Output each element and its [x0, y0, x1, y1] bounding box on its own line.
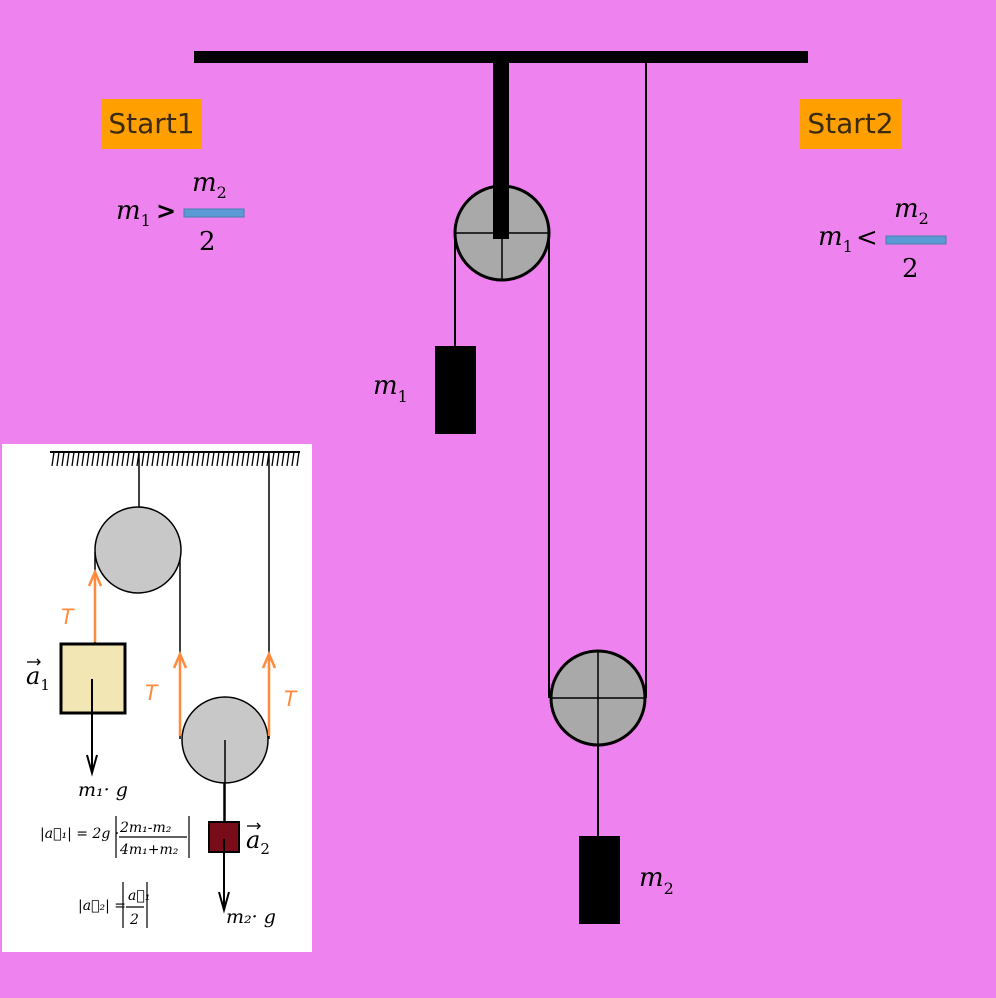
hatched-ceiling: [50, 451, 300, 467]
movable-pulley: [549, 649, 647, 747]
svg-text:4m₁+m₂: 4m₁+m₂: [119, 842, 179, 858]
ceiling-bar: [194, 51, 808, 63]
fraction-bar-right: [885, 235, 947, 245]
mass-m1-block[interactable]: [435, 346, 476, 434]
fraction-bar-left: [183, 208, 245, 218]
svg-text:>: >: [156, 197, 176, 225]
tension-arrows: [87, 568, 277, 736]
svg-text:a⃗₁: a⃗₁: [128, 888, 150, 904]
svg-text:2: 2: [199, 227, 216, 257]
svg-text:m1: m1: [116, 196, 151, 230]
start1-button[interactable]: Start1: [101, 99, 202, 149]
weight1-label: m₁· g: [78, 779, 128, 801]
inset-diagram: T T T a1 a2 m₁· g m₂· g |a⃗₁| = 2g · 2m₁…: [2, 444, 312, 952]
weight2-label: m₂· g: [226, 906, 276, 928]
svg-text:2: 2: [902, 254, 919, 284]
tension-label-2: T: [144, 680, 159, 705]
m1-label: m1: [373, 371, 408, 406]
svg-text:m1: m1: [818, 222, 853, 256]
a2-label: a2: [246, 826, 270, 858]
svg-text:2: 2: [129, 912, 139, 928]
svg-text:m2: m2: [894, 194, 929, 228]
formula-a2: |a⃗₂| = a⃗₁ 2: [78, 882, 150, 928]
inset-fixed-pulley: [94, 506, 182, 594]
mass-m2-block[interactable]: [579, 836, 620, 924]
condition-left: m1 > m2 2: [116, 168, 245, 257]
svg-text:2m₁-m₂: 2m₁-m₂: [119, 820, 172, 836]
tension-label-3: T: [283, 686, 298, 711]
svg-text:|a⃗₂| =: |a⃗₂| =: [78, 898, 126, 914]
formula-a1: |a⃗₁| = 2g · 2m₁-m₂ 4m₁+m₂: [40, 816, 190, 858]
tension-label-1: T: [60, 604, 75, 629]
condition-right: m1 < m2 2: [818, 194, 947, 284]
svg-text:m2: m2: [192, 168, 227, 202]
svg-text:<: <: [856, 223, 878, 253]
start2-button[interactable]: Start2: [800, 99, 901, 149]
svg-text:|a⃗₁| = 2g ·: |a⃗₁| = 2g ·: [40, 826, 119, 842]
gravity-arrows: [86, 679, 230, 914]
a1-label: a1: [26, 662, 50, 694]
m2-label: m2: [639, 863, 674, 898]
